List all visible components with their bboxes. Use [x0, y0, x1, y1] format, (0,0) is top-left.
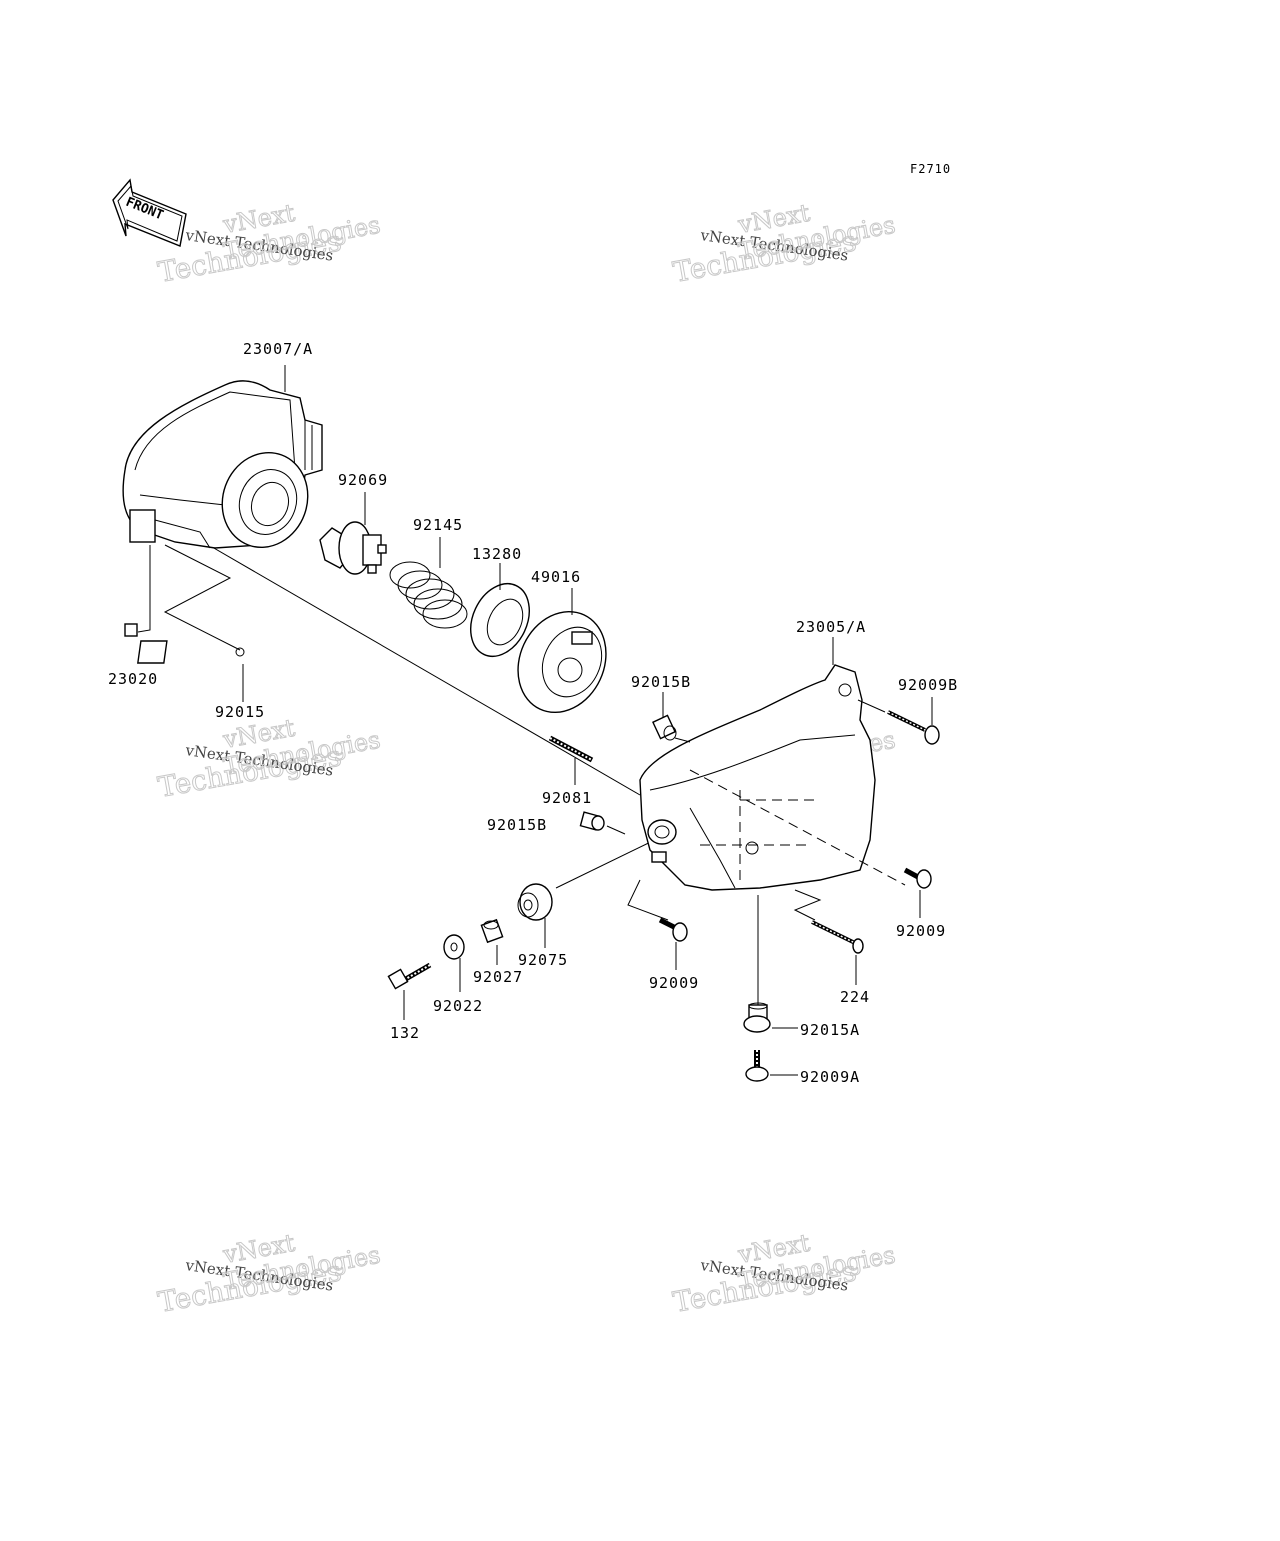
grommet-92075-icon [517, 883, 553, 921]
collar-92027-icon [480, 918, 504, 944]
collar-92015A-icon [743, 1002, 771, 1033]
clip-92015-icon [137, 640, 245, 664]
part-label: 13280 [472, 545, 522, 563]
part-label: 92009 [649, 974, 699, 992]
cap-49016-icon [517, 610, 607, 714]
part-label: 92015A [800, 1021, 860, 1039]
watermark: Technologies vNext vNext Technologies Te… [155, 198, 383, 289]
spring-92081-icon [548, 735, 594, 763]
part-label: 92015B [631, 673, 691, 691]
diagram-code: F2710 [910, 162, 951, 176]
watermark: Technologies vNext vNext Technologies Te… [670, 1228, 898, 1319]
part-label: 92081 [542, 789, 592, 807]
watermark: Technologies vNext vNext Technologies Te… [670, 198, 898, 289]
part-label: 23020 [108, 670, 158, 688]
headlight-unit-drawing [122, 380, 323, 549]
watermark: Technologies vNext vNext Technologies Te… [155, 1228, 383, 1319]
ring-13280-icon [470, 583, 530, 657]
part-label: 92022 [433, 997, 483, 1015]
bolt-132-icon [387, 962, 432, 990]
part-label: 92009 [896, 922, 946, 940]
screw-92009B-icon [887, 710, 940, 745]
part-label: 92069 [338, 471, 388, 489]
washer-92022-icon [443, 934, 465, 960]
bolt-92009A-icon [745, 1050, 769, 1082]
collar-92015B-icon [652, 714, 677, 741]
nut-23020-icon [124, 623, 138, 637]
part-label: 92015 [215, 703, 265, 721]
part-label: 224 [840, 988, 870, 1006]
part-label: 92015B [487, 816, 547, 834]
watermark: Technologies vNext vNext Technologies Te… [155, 713, 383, 804]
part-label: 92075 [518, 951, 568, 969]
housing-23005A-drawing [639, 664, 876, 891]
part-label: 92009A [800, 1068, 860, 1086]
part-label: 92145 [413, 516, 463, 534]
part-label: 92009B [898, 676, 958, 694]
bolt-92009-icon [903, 867, 932, 889]
part-label: 132 [390, 1024, 420, 1042]
spring-92145-icon [389, 561, 468, 629]
part-label: 92027 [473, 968, 523, 986]
assembly-line [555, 834, 666, 889]
part-label: 23007/A [243, 340, 313, 358]
part-label: 23005/A [796, 618, 866, 636]
collar-92015B-icon [579, 811, 605, 831]
bolt-224-icon [811, 920, 864, 954]
assembly-line [199, 539, 641, 796]
front-arrow-icon: FRONT [112, 178, 187, 247]
bolt-92009-icon [658, 917, 688, 942]
bulb-92069-icon [319, 521, 387, 575]
part-label: 49016 [531, 568, 581, 586]
